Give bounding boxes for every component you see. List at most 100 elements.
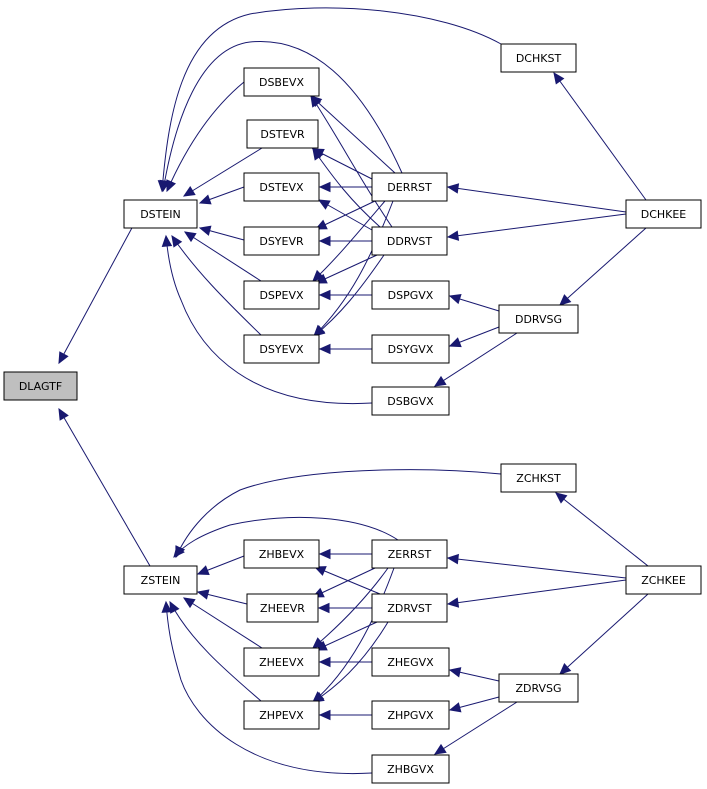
node-zdrvst[interactable]: ZDRVST: [371, 593, 448, 623]
edge-line: [173, 516, 399, 558]
arrowhead: [433, 375, 447, 387]
edge-ddrvst-to-dsyevr: [318, 235, 372, 247]
node-zerrst[interactable]: ZERRST: [371, 539, 448, 569]
edge-zchkee-to-zchkst: [555, 492, 649, 567]
edge-line: [553, 72, 647, 201]
node-zheevx[interactable]: ZHEEVX: [243, 647, 320, 677]
node-ddrvst[interactable]: DDRVST: [371, 226, 448, 256]
edge-ddrvst-to-dsbevx: [310, 94, 393, 228]
edge-line: [315, 254, 378, 284]
edge-line: [310, 95, 396, 174]
node-label: ZHEEVX: [259, 656, 304, 669]
node-label: ZHPGVX: [387, 709, 433, 722]
edge-zhpevx-to-zstein: [169, 600, 262, 702]
node-label: ZCHKST: [516, 472, 561, 485]
edge-zhbevx-to-zstein: [196, 555, 245, 576]
edge-ddrvst-to-dstevr: [312, 148, 381, 228]
node-zhegvx[interactable]: ZHEGVX: [371, 647, 450, 677]
node-label: DCHKST: [516, 52, 562, 65]
edge-zhegvx-to-zheevx: [318, 656, 372, 668]
edge-derrst-to-dstevr: [311, 148, 373, 180]
node-label: DSBEVX: [259, 76, 304, 89]
arrowhead: [555, 492, 568, 504]
node-label: ZDRVSG: [515, 682, 561, 695]
node-zhpevx[interactable]: ZHPEVX: [243, 700, 320, 730]
edge-zchkst-to-zstein: [175, 469, 502, 559]
node-dstevx[interactable]: DSTEVX: [243, 172, 320, 202]
edge-zdrvst-to-zheevr: [317, 602, 372, 614]
node-dsyevx[interactable]: DSYEVX: [243, 334, 320, 364]
edge-zhbgvx-to-zstein: [161, 600, 373, 775]
edge-zstein-to-dlagtf: [58, 407, 151, 567]
arrowhead: [161, 234, 173, 247]
node-zchkee[interactable]: ZCHKEE: [625, 565, 702, 595]
node-zheevr[interactable]: ZHEEVR: [246, 593, 319, 623]
edge-dsygvx-to-dsyevx: [318, 343, 372, 355]
edge-line: [555, 492, 649, 567]
arrowhead: [169, 600, 180, 614]
arrowhead: [182, 185, 196, 197]
edge-dchkee-to-ddrvst: [446, 213, 627, 241]
node-dspgvx[interactable]: DSPGVX: [371, 280, 450, 310]
node-derrst[interactable]: DERRST: [371, 172, 448, 202]
arrowhead: [58, 351, 69, 365]
node-label: ZHEGVX: [387, 656, 434, 669]
edge-line: [313, 200, 394, 337]
arrowhead: [318, 343, 331, 355]
arrowhead: [196, 589, 210, 600]
node-dsygvx[interactable]: DSYGVX: [371, 334, 450, 364]
edge-line: [165, 601, 373, 775]
node-dsyevr[interactable]: DSYEVR: [243, 226, 320, 256]
node-label: DERRST: [387, 181, 432, 194]
node-label: DLAGTF: [19, 380, 62, 393]
node-label: ZDRVST: [387, 602, 432, 615]
node-zstein[interactable]: ZSTEIN: [123, 565, 198, 595]
node-dspevx[interactable]: DSPEVX: [243, 280, 320, 310]
edge-zheevr-to-zstein: [196, 589, 248, 605]
node-dsbgvx[interactable]: DSBGVX: [371, 386, 450, 416]
node-dstein[interactable]: DSTEIN: [123, 199, 198, 229]
edge-dsyevr-to-dstein: [198, 225, 245, 241]
edge-line: [312, 567, 376, 598]
node-zdrvsg[interactable]: ZDRVSG: [498, 673, 579, 703]
node-zchkst[interactable]: ZCHKST: [500, 463, 577, 493]
node-label: DSTEVR: [260, 128, 305, 141]
edge-line: [447, 213, 627, 238]
node-label: ZHBEVX: [259, 548, 305, 561]
edge-zhpgvx-to-zhpevx: [318, 709, 372, 721]
arrowhead: [318, 181, 331, 193]
edge-line: [434, 332, 518, 387]
node-ddrvsg[interactable]: DDRVSG: [498, 304, 579, 334]
edge-line: [447, 557, 627, 579]
node-zhbgvx[interactable]: ZHBGVX: [371, 754, 450, 784]
arrowhead: [157, 180, 169, 193]
edge-line: [162, 40, 403, 192]
edge-dsbgvx-to-dstein: [161, 234, 373, 405]
edge-dsyevx-to-dstein: [171, 234, 262, 336]
edge-line: [313, 254, 385, 337]
edge-ddrvsg-to-dspgvx: [448, 294, 500, 312]
node-dchkst[interactable]: DCHKST: [500, 43, 577, 73]
arrowhead: [183, 231, 197, 243]
edge-derrst-to-dspevx: [312, 200, 386, 282]
node-dchkee[interactable]: DCHKEE: [625, 199, 702, 229]
edge-dspgvx-to-dspevx: [318, 289, 372, 301]
arrowhead: [448, 667, 462, 678]
node-dsbevx[interactable]: DSBEVX: [243, 67, 320, 97]
edge-zchkee-to-zerrst: [446, 553, 627, 579]
node-zhbevx[interactable]: ZHBEVX: [243, 539, 320, 569]
node-zhpgvx[interactable]: ZHPGVX: [371, 700, 450, 730]
node-dlagtf[interactable]: DLAGTF: [3, 371, 78, 401]
edge-dstevr-to-dstein: [182, 147, 263, 197]
edge-ddrvsg-to-dsbgvx: [433, 332, 518, 387]
edge-line: [171, 235, 262, 336]
node-label: ZCHKEE: [641, 574, 686, 587]
edge-dchkee-to-dchkst: [553, 72, 647, 201]
node-dstevr[interactable]: DSTEVR: [246, 119, 319, 149]
edge-derrst-to-dstevx: [318, 181, 372, 193]
edge-line: [447, 579, 627, 605]
node-label: ZSTEIN: [141, 574, 181, 587]
arrowhead: [446, 230, 460, 241]
edge-dsbevx-to-dstein: [166, 81, 245, 193]
edge-line: [559, 227, 647, 306]
